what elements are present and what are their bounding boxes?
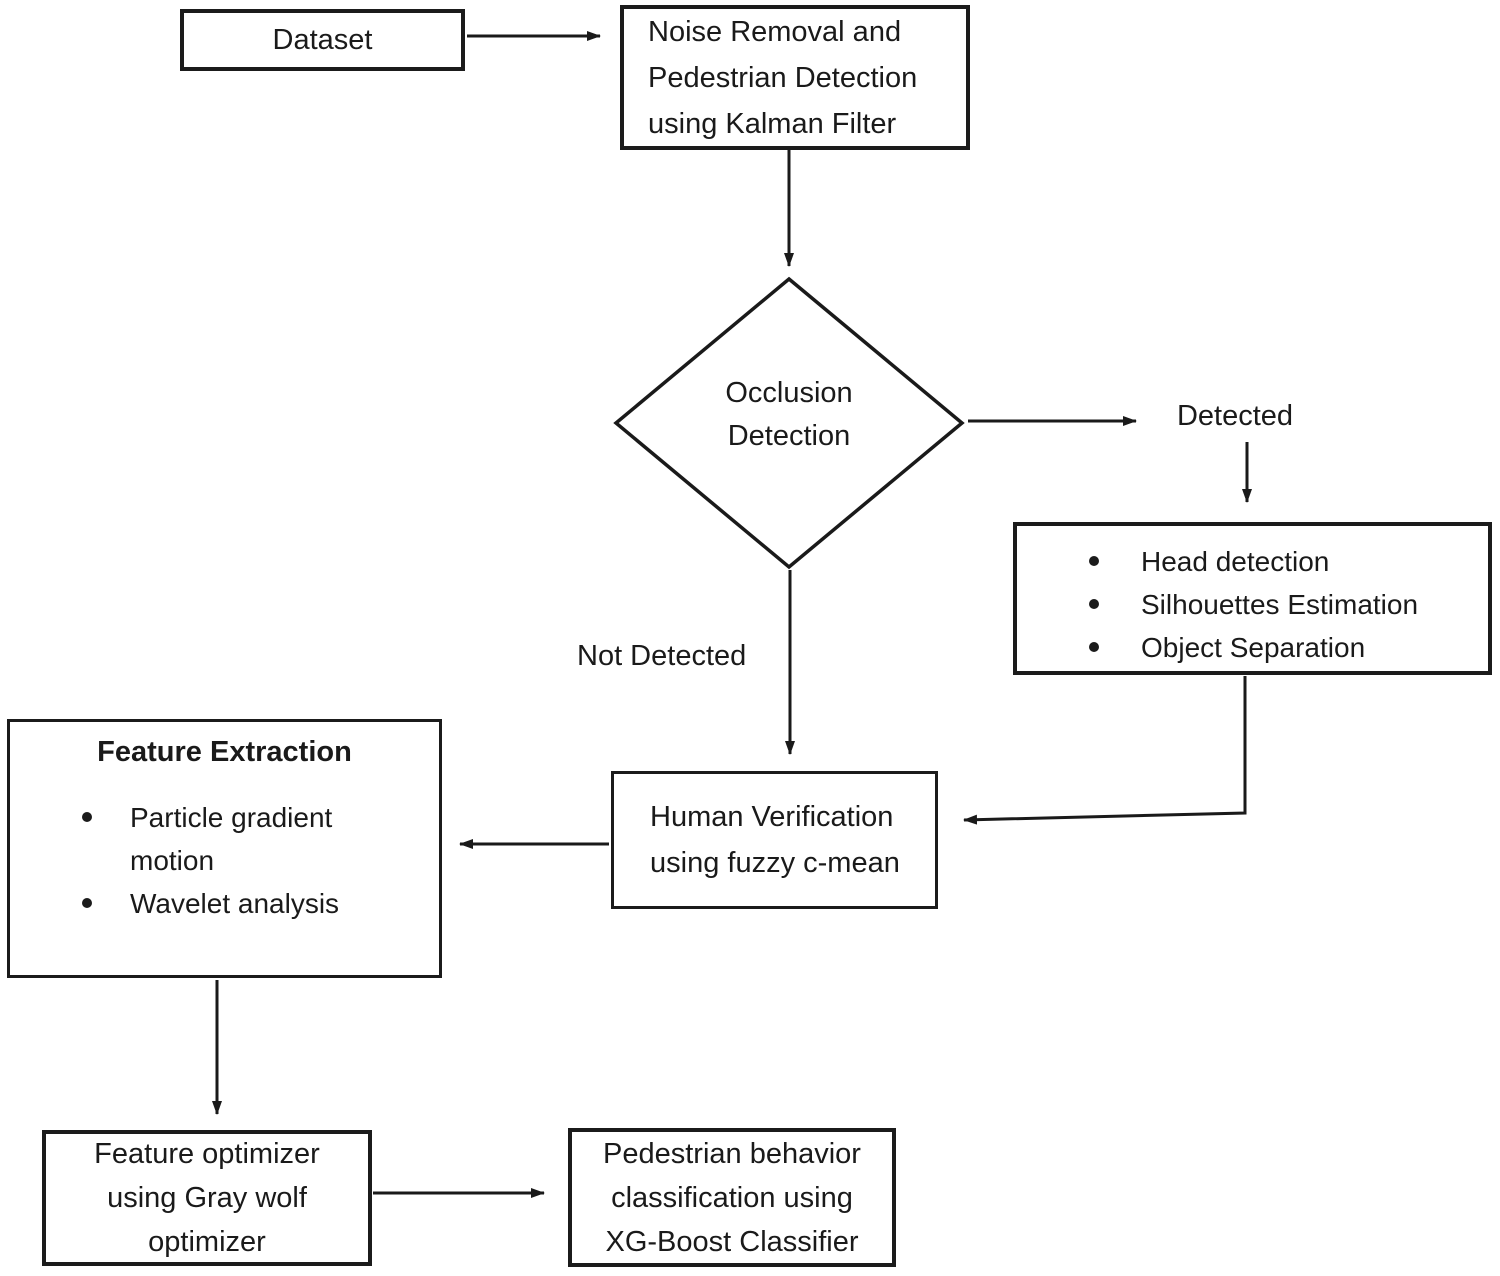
node-classifier-line: Pedestrian behavior [603,1137,861,1170]
node-human-verification-line: using fuzzy c-mean [650,847,900,879]
occlusion-step-label: Silhouettes Estimation [1141,589,1419,620]
list-item: Particle gradient motion [10,796,439,882]
node-classifier-line: XG-Boost Classifier [605,1225,859,1258]
node-feature-optimizer-line: using Gray wolf [107,1182,307,1214]
bullet-icon [82,898,92,908]
bullet-icon [1089,556,1099,566]
occlusion-decision-line: Detection [727,420,851,452]
node-dataset: Dataset [180,9,465,71]
list-item: Object Separation [1017,626,1488,669]
node-feature-optimizer-line: optimizer [148,1226,266,1258]
node-noise-removal-line: using Kalman Filter [648,107,897,140]
arrow-steps-to-human-verification [963,676,1247,825]
feature-extraction-title: Feature Extraction [97,736,352,768]
bullet-icon [82,812,92,822]
bullet-icon [1089,599,1099,609]
node-noise-removal: Noise Removal and Pedestrian Detection u… [620,5,970,150]
edge-label-not-detected: Not Detected [577,640,747,672]
node-occlusion-decision-label: Occlusion Detection [689,372,889,458]
occlusion-decision-diamond [613,276,965,570]
node-dataset-label: Dataset [272,24,373,56]
list-item: Silhouettes Estimation [1017,583,1488,626]
node-occlusion-steps: Head detection Silhouettes Estimation Ob… [1013,522,1492,675]
node-noise-removal-line: Pedestrian Detection [648,61,918,94]
node-feature-extraction: Feature Extraction Particle gradient mot… [7,719,442,978]
node-feature-optimizer-line: Feature optimizer [94,1138,320,1170]
edge-label-detected: Detected [1176,400,1294,432]
occlusion-decision-line: Occlusion [725,377,853,409]
occlusion-step-label: Head detection [1141,546,1330,577]
node-human-verification: Human Verification using fuzzy c-mean [611,771,938,909]
node-feature-optimizer: Feature optimizer using Gray wolf optimi… [42,1130,372,1266]
node-classifier-line: classification using [611,1181,853,1214]
occlusion-step-label: Object Separation [1141,632,1366,663]
node-noise-removal-line: Noise Removal and [648,15,902,48]
list-item: Head detection [1017,540,1488,583]
node-classifier: Pedestrian behavior classification using… [568,1128,896,1267]
bullet-icon [1089,642,1099,652]
node-human-verification-line: Human Verification [650,801,894,833]
feature-extraction-item-label: Wavelet analysis [130,888,340,919]
list-item: Wavelet analysis [10,882,439,925]
feature-extraction-item-label: Particle gradient motion [130,802,333,876]
